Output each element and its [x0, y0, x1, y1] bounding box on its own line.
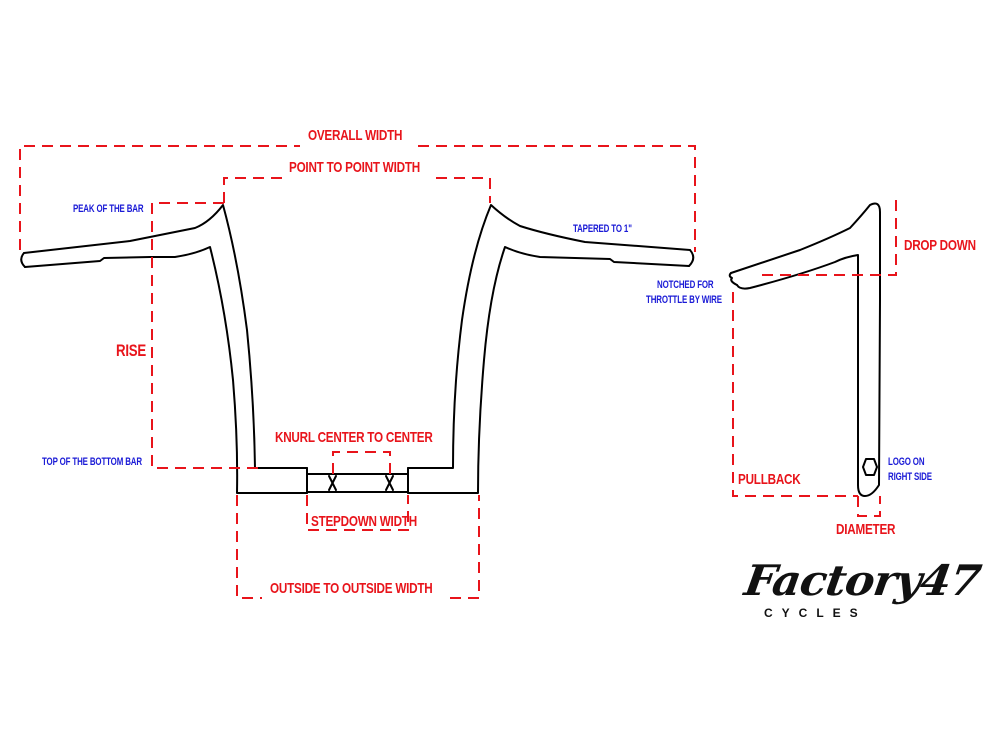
- pullback-line: [732, 292, 858, 497]
- drop-down-line: [760, 200, 897, 276]
- top-of-the-bottom-bar-note: TOP OF THE BOTTOM BAR: [42, 456, 142, 468]
- dimension-lines: [19, 145, 897, 599]
- overall-width-label: OVERALL WIDTH: [308, 127, 403, 144]
- outside-to-outside-line-left: [236, 495, 262, 599]
- drop-down-label: DROP DOWN: [904, 237, 976, 254]
- stepdown-width-line: [306, 495, 409, 531]
- rise-label: RISE: [116, 341, 147, 360]
- logo-note-line2: RIGHT SIDE: [888, 471, 932, 483]
- knurl-line: [332, 451, 391, 474]
- peak-of-the-bar-note: PEAK OF THE BAR: [73, 203, 144, 215]
- point-to-point-width-label: POINT TO POINT WIDTH: [289, 159, 420, 176]
- notched-note-line1: NOTCHED FOR: [657, 279, 714, 291]
- diameter-line: [857, 496, 881, 517]
- outside-to-outside-width-label: OUTSIDE TO OUTSIDE WIDTH: [270, 580, 433, 597]
- point-to-point-line-right: [436, 177, 491, 203]
- diameter-label: DIAMETER: [836, 521, 896, 538]
- rise-line: [151, 202, 265, 469]
- outside-to-outside-line-right: [450, 495, 480, 599]
- stepdown-width-label: STEPDOWN WIDTH: [311, 513, 417, 530]
- point-to-point-line-left: [223, 177, 285, 203]
- brand-name: Factory47: [741, 556, 984, 605]
- side-view-handlebar-outline: [728, 202, 881, 497]
- notched-note-line2: THROTTLE BY WIRE: [646, 294, 722, 306]
- brand-subtitle: CYCLES: [764, 606, 867, 620]
- knurl-center-to-center-label: KNURL CENTER TO CENTER: [275, 429, 433, 446]
- pullback-label: PULLBACK: [738, 471, 801, 488]
- overall-width-line-right: [418, 145, 696, 252]
- overall-width-line-left: [19, 145, 300, 250]
- front-view-handlebar-outline: [20, 204, 695, 494]
- logo-note-line1: LOGO ON: [888, 456, 925, 468]
- tapered-note: TAPERED TO 1": [573, 223, 632, 235]
